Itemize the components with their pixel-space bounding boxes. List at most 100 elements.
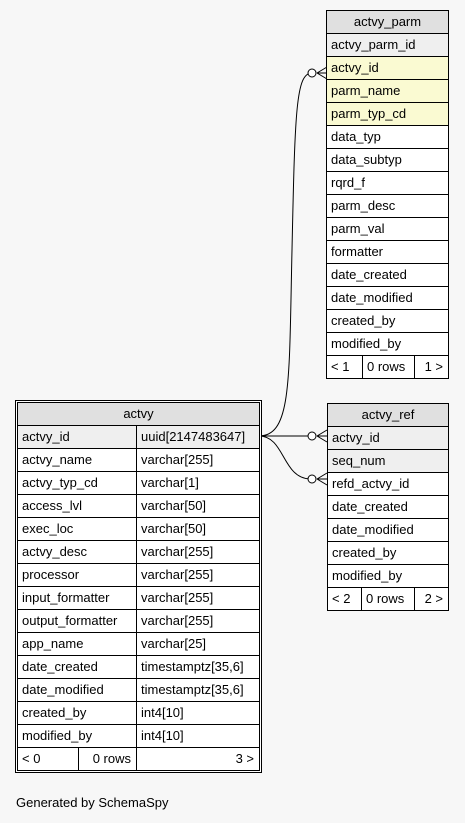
relationship-actvy-to-actvy-ref-refd: [258, 435, 311, 480]
column-type: varchar[255]: [136, 587, 259, 609]
relationship-actvy-to-actvy-parm: [258, 72, 313, 437]
column-name: actvy_id: [332, 430, 380, 445]
table-actvy-parm: actvy_parm actvy_parm_id actvy_id parm_n…: [326, 10, 449, 379]
column-type: timestamptz[35,6]: [136, 656, 259, 678]
column-name: actvy_id: [331, 60, 379, 75]
table-row: created_by int4[10]: [18, 702, 259, 725]
table-row: actvy_parm_id: [327, 34, 448, 57]
column-name: parm_name: [331, 83, 401, 98]
column-name: data_subtyp: [331, 152, 402, 167]
parents-count: < 2: [332, 591, 351, 606]
children-count: 3 >: [136, 748, 259, 770]
table-row: refd_actvy_id: [328, 473, 448, 496]
table-row: formatter: [327, 241, 448, 264]
column-name: seq_num: [332, 453, 386, 468]
table-row: actvy_typ_cd varchar[1]: [18, 472, 259, 495]
column-name: date_modified: [22, 682, 104, 697]
crows-foot-actvy-ref-id: [316, 429, 328, 443]
column-name: exec_loc: [22, 521, 74, 536]
table-row: actvy_id: [328, 427, 448, 450]
parents-count: < 1: [331, 359, 350, 374]
column-name: actvy_desc: [22, 544, 88, 559]
column-name: output_formatter: [22, 613, 118, 628]
column-type: varchar[255]: [136, 564, 259, 586]
column-name: processor: [22, 567, 80, 582]
column-name: formatter: [331, 244, 384, 259]
column-name: parm_desc: [331, 198, 396, 213]
column-name: modified_by: [22, 728, 93, 743]
column-name: modified_by: [332, 568, 403, 583]
children-count: 2 >: [414, 588, 448, 610]
column-name: access_lvl: [22, 498, 82, 513]
table-row: input_formatter varchar[255]: [18, 587, 259, 610]
column-name: modified_by: [331, 336, 402, 351]
column-type: varchar[255]: [136, 541, 259, 563]
row-count: 0 rows: [362, 356, 414, 378]
crows-foot-actvy-ref-refd: [316, 472, 328, 486]
table-row: parm_desc: [327, 195, 448, 218]
column-name: date_modified: [331, 290, 413, 305]
table-row: actvy_desc varchar[255]: [18, 541, 259, 564]
table-footer: < 2 0 rows 2 >: [328, 588, 448, 610]
table-row: date_created: [328, 496, 448, 519]
table-row: parm_name: [327, 80, 448, 103]
column-name: actvy_parm_id: [331, 37, 416, 52]
column-type: uuid[2147483647]: [136, 426, 259, 448]
table-actvy-ref: actvy_ref actvy_id seq_num refd_actvy_id…: [327, 403, 449, 611]
column-name: created_by: [22, 705, 87, 720]
table-title: actvy: [18, 403, 259, 426]
table-row: seq_num: [328, 450, 448, 473]
column-type: varchar[1]: [136, 472, 259, 494]
table-footer: < 0 0 rows 3 >: [18, 748, 259, 770]
table-row: modified_by int4[10]: [18, 725, 259, 748]
table-row: output_formatter varchar[255]: [18, 610, 259, 633]
column-type: varchar[255]: [136, 610, 259, 632]
children-count: 1 >: [414, 356, 448, 378]
optional-marker-actvy-ref-id: [307, 431, 317, 441]
table-row: date_modified timestamptz[35,6]: [18, 679, 259, 702]
column-type: timestamptz[35,6]: [136, 679, 259, 701]
table-row: date_modified: [327, 287, 448, 310]
optional-marker-actvy-ref-refd: [307, 474, 317, 484]
column-name: date_created: [22, 659, 98, 674]
table-row: app_name varchar[25]: [18, 633, 259, 656]
column-name: created_by: [332, 545, 397, 560]
column-name: actvy_id: [22, 429, 70, 444]
column-name: app_name: [22, 636, 84, 651]
column-name: date_modified: [332, 522, 414, 537]
column-type: int4[10]: [136, 725, 259, 747]
table-row: modified_by: [328, 565, 448, 588]
table-row: actvy_id: [327, 57, 448, 80]
row-count: 0 rows: [361, 588, 414, 610]
column-type: varchar[25]: [136, 633, 259, 655]
column-name: parm_val: [331, 221, 385, 236]
table-row: parm_typ_cd: [327, 103, 448, 126]
row-count: 0 rows: [78, 748, 136, 770]
column-name: refd_actvy_id: [332, 476, 410, 491]
column-type: varchar[50]: [136, 495, 259, 517]
optional-marker-actvy-parm: [307, 68, 317, 78]
column-type: int4[10]: [136, 702, 259, 724]
generated-by-label: Generated by SchemaSpy: [16, 795, 169, 810]
table-row: data_subtyp: [327, 149, 448, 172]
column-name: actvy_typ_cd: [22, 475, 98, 490]
table-row: date_modified: [328, 519, 448, 542]
table-title: actvy_ref: [328, 404, 448, 427]
table-row: modified_by: [327, 333, 448, 356]
table-row: actvy_id uuid[2147483647]: [18, 426, 259, 449]
table-actvy: actvy actvy_id uuid[2147483647] actvy_nam…: [15, 400, 262, 773]
table-row: created_by: [327, 310, 448, 333]
column-name: data_typ: [331, 129, 381, 144]
table-row: created_by: [328, 542, 448, 565]
table-row: access_lvl varchar[50]: [18, 495, 259, 518]
table-row: date_created: [327, 264, 448, 287]
table-row: date_created timestamptz[35,6]: [18, 656, 259, 679]
parents-count: < 0: [22, 751, 41, 766]
column-name: date_created: [332, 499, 408, 514]
column-name: input_formatter: [22, 590, 110, 605]
column-name: created_by: [331, 313, 396, 328]
table-row: parm_val: [327, 218, 448, 241]
table-row: rqrd_f: [327, 172, 448, 195]
